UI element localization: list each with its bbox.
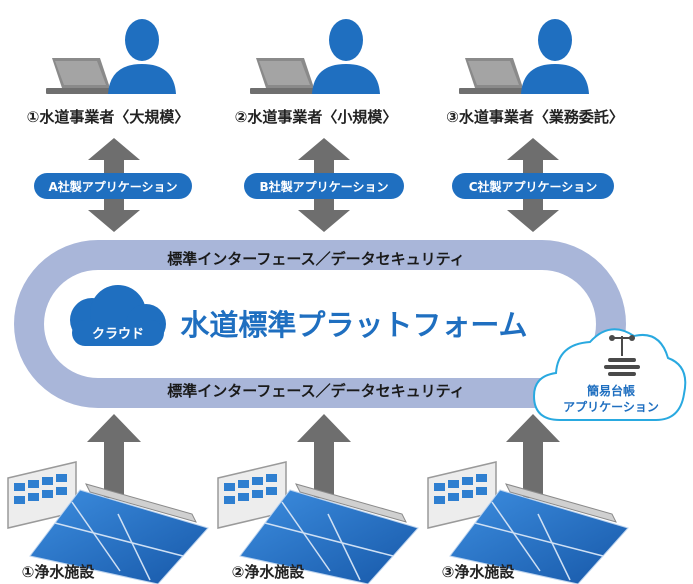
- water-plant-icon: [217, 461, 419, 584]
- interface-label-bottom: 標準インターフェース／データセキュリティ: [167, 382, 464, 400]
- platform-title: 水道標準プラットフォーム: [180, 308, 527, 342]
- facility-1: ①浄水施設: [7, 461, 209, 584]
- up-arrow-icon: [506, 414, 560, 498]
- app-badge-label: A社製アプリケーション: [48, 179, 177, 194]
- app-badge-b: B社製アプリケーション: [244, 173, 404, 199]
- water-plant-icon: [427, 461, 629, 584]
- up-arrow-icon: [87, 414, 141, 498]
- laptop-icon: [459, 58, 529, 94]
- ledger-app-line2: アプリケーション: [563, 399, 659, 414]
- cloud-label: クラウド: [92, 327, 144, 342]
- up-arrows: [87, 414, 560, 498]
- weather-station-icon: [604, 335, 640, 376]
- user-icon: [108, 19, 176, 94]
- ledger-app-line1: 簡易台帳: [587, 383, 635, 398]
- operator-label: ②水道事業者〈小規模〉: [235, 108, 398, 126]
- facility-label: ③浄水施設: [442, 563, 516, 581]
- water-plant-icon: [7, 461, 209, 584]
- ledger-app-cloud: 簡易台帳 アプリケーション: [532, 328, 687, 421]
- app-badge-a: A社製アプリケーション: [34, 173, 192, 199]
- app-badge-label: B社製アプリケーション: [260, 179, 389, 194]
- up-arrow-icon: [297, 414, 351, 498]
- operator-2: ②水道事業者〈小規模〉: [235, 19, 398, 126]
- facility-3: ③浄水施設: [427, 461, 629, 584]
- user-icon: [521, 19, 589, 94]
- interface-label-top: 標準インターフェース／データセキュリティ: [167, 250, 464, 268]
- laptop-icon: [46, 58, 116, 94]
- operator-1: ①水道事業者〈大規模〉: [27, 19, 190, 126]
- facility-label: ①浄水施設: [22, 563, 96, 581]
- user-icon: [312, 19, 380, 94]
- cloud-icon: [70, 285, 166, 346]
- platform-ring: [14, 240, 626, 408]
- laptop-icon: [250, 58, 320, 94]
- app-badge-c: C社製アプリケーション: [452, 173, 614, 199]
- app-badge-label: C社製アプリケーション: [469, 179, 598, 194]
- facility-label: ②浄水施設: [232, 563, 306, 581]
- operator-3: ③水道事業者〈業務委託〉: [446, 19, 624, 126]
- facility-2: ②浄水施設: [217, 461, 419, 584]
- operator-label: ①水道事業者〈大規模〉: [27, 108, 190, 126]
- operator-label: ③水道事業者〈業務委託〉: [446, 108, 624, 126]
